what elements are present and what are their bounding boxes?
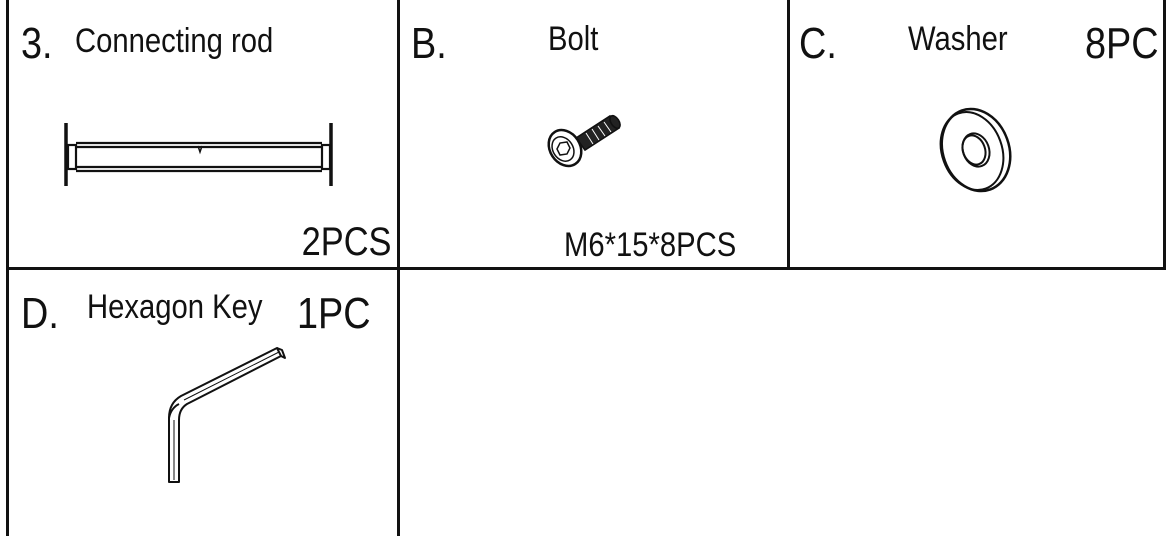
part-cell-washer: C. Washer 8PC bbox=[790, 0, 1163, 267]
part-quantity: 2PCS bbox=[301, 220, 391, 264]
part-letter: B. bbox=[411, 19, 447, 68]
part-quantity: M6*15*8PCS bbox=[564, 226, 737, 264]
grid-col-divider-2 bbox=[787, 0, 790, 270]
empty-area bbox=[400, 270, 1166, 536]
part-letter: 3. bbox=[21, 19, 53, 68]
part-cell-hexagon-key: D. Hexagon Key 1PC bbox=[9, 270, 397, 536]
grid-outer-right bbox=[1163, 0, 1166, 270]
hexagon-key-icon bbox=[168, 347, 286, 483]
part-name: Washer bbox=[908, 20, 1008, 58]
grid-row-divider bbox=[6, 267, 1166, 270]
part-quantity: 1PC bbox=[297, 289, 371, 338]
part-name: Hexagon Key bbox=[87, 288, 263, 326]
part-name: Bolt bbox=[548, 20, 599, 58]
washer-icon bbox=[939, 107, 1012, 193]
part-letter: D. bbox=[21, 289, 59, 338]
connecting-rod-icon bbox=[64, 123, 333, 186]
grid-col-divider-1 bbox=[397, 0, 400, 536]
part-cell-bolt: B. Bolt M6*15*8PCS bbox=[400, 0, 787, 267]
part-quantity: 8PC bbox=[1085, 19, 1159, 68]
part-cell-connecting-rod: 3. Connecting rod 2PCS bbox=[9, 0, 397, 267]
part-name: Connecting rod bbox=[75, 22, 274, 60]
part-letter: C. bbox=[799, 19, 837, 68]
bolt-icon bbox=[547, 114, 621, 168]
